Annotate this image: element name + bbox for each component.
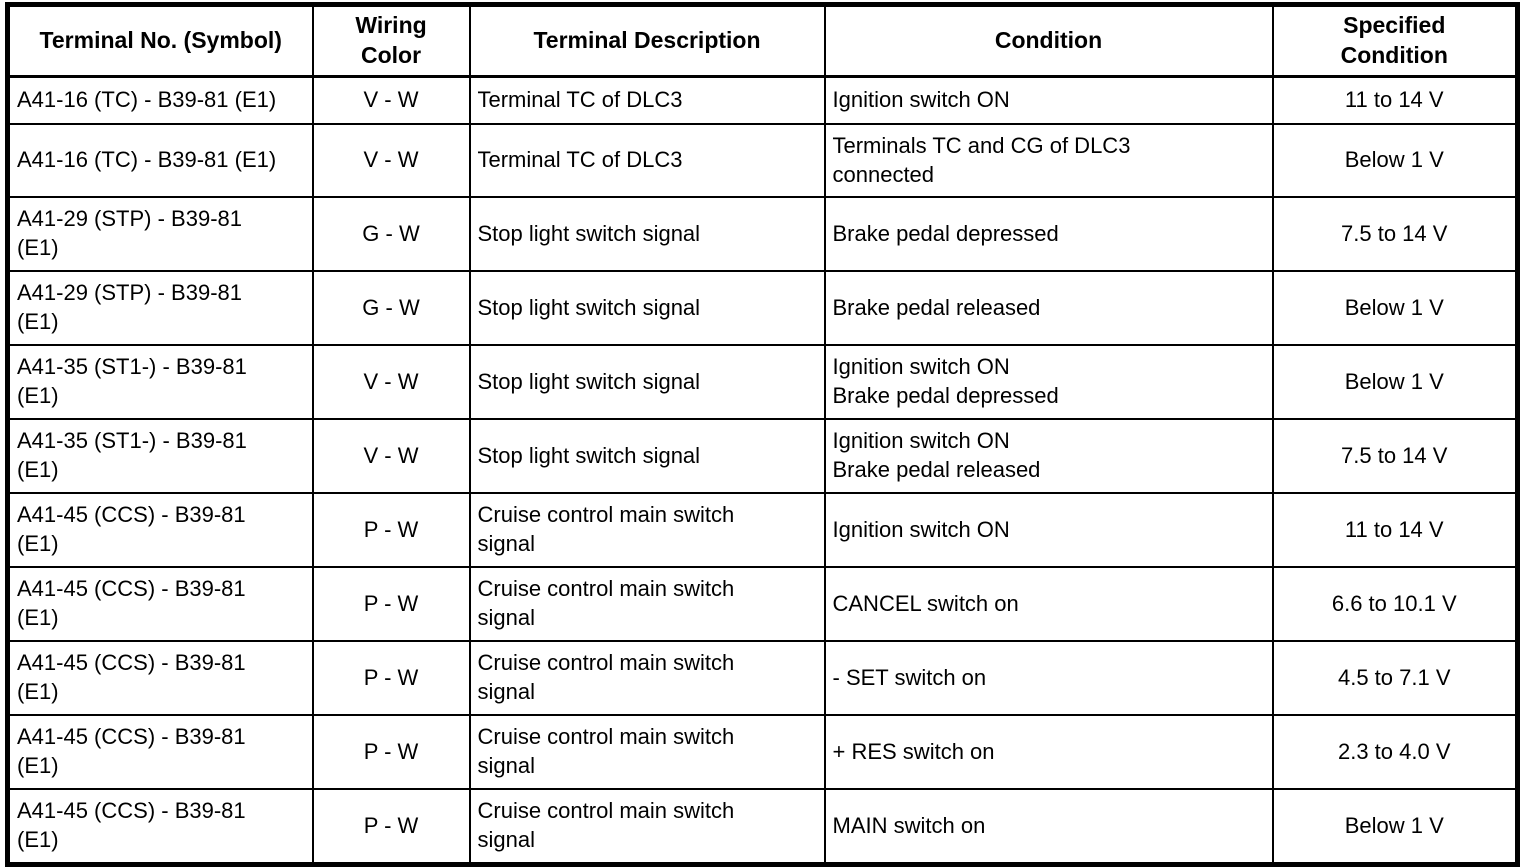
cell-wiring-color: P - W [311, 714, 471, 790]
cell-specified: 7.5 to 14 V [1271, 196, 1519, 272]
table-body: A41-16 (TC) - B39-81 (E1) V - W Terminal… [6, 75, 1519, 866]
cell-description: Terminal TC of DLC3 [468, 75, 826, 125]
cell-description: Cruise control main switch signal [468, 640, 826, 716]
cell-specified: Below 1 V [1271, 344, 1519, 420]
table-header: Terminal No. (Symbol) Wiring Color Termi… [6, 3, 1519, 78]
cell-condition: MAIN switch on [823, 788, 1274, 866]
cell-description: Stop light switch signal [468, 270, 826, 346]
terminal-check-table: Terminal No. (Symbol) Wiring Color Termi… [5, 2, 1520, 867]
cell-terminal: A41-35 (ST1-) - B39-81 (E1) [6, 344, 314, 420]
cell-wiring-color: G - W [311, 196, 471, 272]
header-row: Terminal No. (Symbol) Wiring Color Termi… [6, 3, 1519, 78]
cell-specified: 6.6 to 10.1 V [1271, 566, 1519, 642]
cell-terminal: A41-29 (STP) - B39-81 (E1) [6, 196, 314, 272]
column-header-wiring-color: Wiring Color [311, 3, 471, 78]
cell-condition: Brake pedal depressed [823, 196, 1274, 272]
cell-wiring-color: P - W [311, 492, 471, 568]
cell-description: Terminal TC of DLC3 [468, 123, 826, 198]
cell-specified: 4.5 to 7.1 V [1271, 640, 1519, 716]
table-row: A41-45 (CCS) - B39-81 (E1) P - W Cruise … [6, 640, 1519, 716]
table-row: A41-45 (CCS) - B39-81 (E1) P - W Cruise … [6, 492, 1519, 568]
cell-condition: + RES switch on [823, 714, 1274, 790]
column-header-specified: Specified Condition [1271, 3, 1519, 78]
cell-wiring-color: V - W [311, 344, 471, 420]
cell-terminal: A41-16 (TC) - B39-81 (E1) [6, 123, 314, 198]
cell-wiring-color: P - W [311, 566, 471, 642]
table-row: A41-35 (ST1-) - B39-81 (E1) V - W Stop l… [6, 418, 1519, 494]
table-row: A41-29 (STP) - B39-81 (E1) G - W Stop li… [6, 196, 1519, 272]
table-row: A41-35 (ST1-) - B39-81 (E1) V - W Stop l… [6, 344, 1519, 420]
column-header-description: Terminal Description [468, 3, 826, 78]
cell-description: Cruise control main switch signal [468, 714, 826, 790]
cell-terminal: A41-45 (CCS) - B39-81 (E1) [6, 492, 314, 568]
cell-condition: Terminals TC and CG of DLC3 connected [823, 123, 1274, 198]
cell-wiring-color: P - W [311, 788, 471, 866]
cell-condition: Ignition switch ON Brake pedal depressed [823, 344, 1274, 420]
cell-terminal: A41-45 (CCS) - B39-81 (E1) [6, 788, 314, 866]
cell-wiring-color: V - W [311, 75, 471, 125]
cell-terminal: A41-35 (ST1-) - B39-81 (E1) [6, 418, 314, 494]
table-row: A41-45 (CCS) - B39-81 (E1) P - W Cruise … [6, 788, 1519, 866]
cell-specified: Below 1 V [1271, 788, 1519, 866]
cell-wiring-color: V - W [311, 123, 471, 198]
table-row: A41-16 (TC) - B39-81 (E1) V - W Terminal… [6, 75, 1519, 125]
cell-condition: Ignition switch ON [823, 492, 1274, 568]
cell-terminal: A41-45 (CCS) - B39-81 (E1) [6, 714, 314, 790]
cell-specified: Below 1 V [1271, 123, 1519, 198]
cell-specified: Below 1 V [1271, 270, 1519, 346]
column-header-terminal: Terminal No. (Symbol) [6, 3, 314, 78]
cell-description: Cruise control main switch signal [468, 566, 826, 642]
cell-description: Cruise control main switch signal [468, 492, 826, 568]
cell-description: Stop light switch signal [468, 344, 826, 420]
table-row: A41-45 (CCS) - B39-81 (E1) P - W Cruise … [6, 714, 1519, 790]
cell-wiring-color: G - W [311, 270, 471, 346]
cell-description: Cruise control main switch signal [468, 788, 826, 866]
cell-condition: CANCEL switch on [823, 566, 1274, 642]
cell-specified: 11 to 14 V [1271, 75, 1519, 125]
cell-terminal: A41-45 (CCS) - B39-81 (E1) [6, 640, 314, 716]
column-header-condition: Condition [823, 3, 1274, 78]
cell-condition: - SET switch on [823, 640, 1274, 716]
cell-condition: Ignition switch ON [823, 75, 1274, 125]
cell-wiring-color: P - W [311, 640, 471, 716]
cell-terminal: A41-29 (STP) - B39-81 (E1) [6, 270, 314, 346]
cell-description: Stop light switch signal [468, 418, 826, 494]
cell-wiring-color: V - W [311, 418, 471, 494]
table-row: A41-45 (CCS) - B39-81 (E1) P - W Cruise … [6, 566, 1519, 642]
cell-terminal: A41-45 (CCS) - B39-81 (E1) [6, 566, 314, 642]
cell-specified: 2.3 to 4.0 V [1271, 714, 1519, 790]
cell-specified: 7.5 to 14 V [1271, 418, 1519, 494]
table-row: A41-16 (TC) - B39-81 (E1) V - W Terminal… [6, 123, 1519, 198]
cell-specified: 11 to 14 V [1271, 492, 1519, 568]
cell-terminal: A41-16 (TC) - B39-81 (E1) [6, 75, 314, 125]
table-row: A41-29 (STP) - B39-81 (E1) G - W Stop li… [6, 270, 1519, 346]
cell-description: Stop light switch signal [468, 196, 826, 272]
cell-condition: Brake pedal released [823, 270, 1274, 346]
cell-condition: Ignition switch ON Brake pedal released [823, 418, 1274, 494]
